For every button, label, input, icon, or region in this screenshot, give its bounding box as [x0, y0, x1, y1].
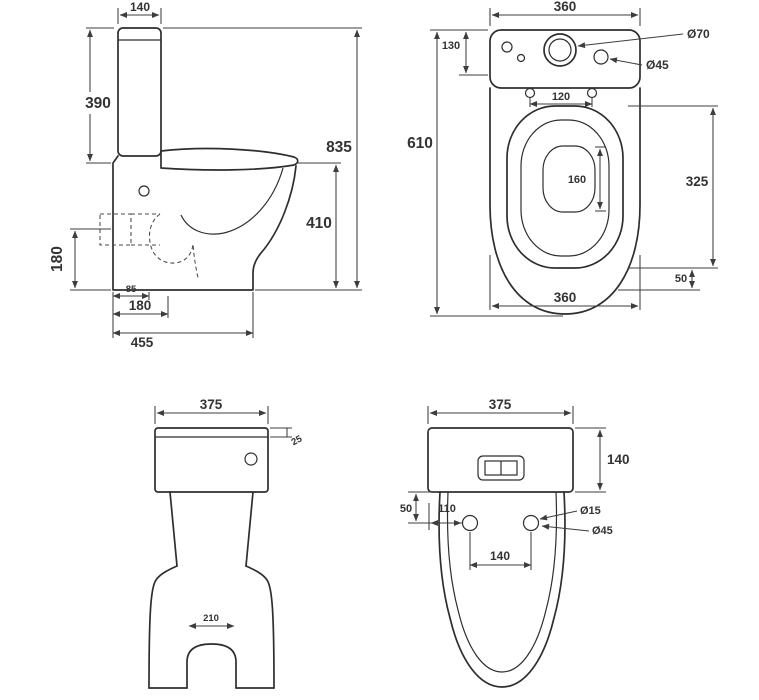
bowl-opening-outline [520, 119, 610, 257]
bowl-back-outline [438, 491, 566, 688]
pedestal-profile [112, 155, 297, 291]
dim-label-top-button-dia: Ø70 [687, 27, 710, 41]
bolt-hole-left [524, 87, 536, 99]
dim-side-overall-depth: 455 [112, 292, 254, 350]
dim-label-back-hole-offset: 110 [438, 503, 456, 515]
cistern-side-outline [117, 27, 162, 157]
dim-label-top-lid-depth: 130 [442, 40, 460, 52]
dim-top-lid-depth: 130 [442, 31, 488, 76]
dim-front-overall-width: 375 [154, 397, 269, 424]
front-view: 375 25 210 [148, 397, 305, 689]
dim-label-top-overall-width: 360 [554, 0, 577, 14]
dim-label-top-seat-length: 325 [686, 174, 709, 189]
dim-label-side-setout: 180 [129, 298, 152, 313]
dim-back-hole-spacing: 140 [469, 532, 532, 570]
dim-back-hole-dia: Ø45 [541, 523, 613, 537]
dim-side-outlet-height: 180 [49, 228, 111, 291]
dim-front-lid-height: 25 [270, 427, 305, 448]
water-surface-outline [542, 145, 596, 213]
dim-top-rear-offset: 50 [618, 269, 700, 291]
lid-hole-small-2 [516, 53, 526, 63]
dim-label-side-outlet-height: 180 [49, 246, 66, 272]
flush-button-inner [548, 38, 572, 62]
bowl-top-outline [489, 87, 641, 315]
dim-label-top-bowl-inner-length: 160 [568, 174, 586, 186]
dim-top-bolt-spacing: 120 [529, 91, 593, 107]
cistern-back-outline [427, 427, 574, 493]
front-base-right [245, 565, 275, 689]
dim-side-overall-height: 835 [163, 27, 362, 291]
seat-profile [160, 147, 299, 171]
dim-label-side-overall-height: 835 [326, 139, 352, 156]
back-view: 375 140 50 110 Ø15 Ø45 [400, 397, 630, 688]
supply-hole [138, 185, 150, 197]
dim-label-side-tank-width: 140 [130, 0, 150, 14]
dim-label-top-overall-length: 610 [407, 135, 433, 152]
dim-back-overall-width: 375 [427, 397, 574, 424]
dim-label-back-overall-width: 375 [489, 397, 512, 412]
cistern-top-outline [489, 29, 641, 89]
dim-label-top-hole-dia: Ø45 [646, 58, 669, 72]
dim-top-seat-length: 325 [628, 105, 718, 269]
dim-side-rim-height: 410 [298, 162, 341, 289]
front-foot-arch [186, 643, 237, 689]
dim-label-top-base-width: 360 [554, 290, 577, 305]
dim-top-base-width: 360 [489, 255, 641, 310]
dim-label-back-tank-height: 140 [607, 452, 630, 467]
trap-dashed-outline [149, 213, 199, 279]
dim-back-fixing-hole-dia: Ø15 [539, 505, 601, 521]
side-view: 140 390 835 410 180 [49, 0, 362, 350]
lid-hole-small-1 [501, 41, 513, 53]
dim-label-back-hole-drop: 50 [400, 503, 412, 515]
dim-front-foot-width: 210 [188, 613, 235, 629]
dim-top-overall-length: 610 [407, 29, 563, 317]
dim-label-back-fixing-hole-dia: Ø15 [580, 505, 601, 517]
flush-button-outer [543, 33, 577, 67]
seat-fixing-hole-right [522, 514, 540, 532]
dim-label-back-hole-dia: Ø45 [592, 525, 613, 537]
dim-top-bowl-inner-length: 160 [568, 146, 606, 212]
front-waist-left [169, 491, 178, 567]
cistern-front-outline [154, 427, 269, 493]
dim-label-side-rim-height: 410 [306, 215, 332, 232]
front-button-hole [244, 452, 258, 466]
dim-label-top-rear-offset: 50 [675, 273, 687, 285]
dim-back-tank-height: 140 [575, 427, 630, 493]
dim-top-overall-width: 360 [489, 0, 641, 26]
dim-label-front-foot-width: 210 [203, 613, 219, 624]
dim-label-top-bolt-spacing: 120 [552, 91, 570, 103]
dim-label-front-overall-width: 375 [200, 397, 223, 412]
top-view: 360 130 Ø70 Ø45 120 610 [407, 0, 718, 317]
dim-label-front-lid-height: 25 [290, 433, 305, 448]
bowl-back-inner [446, 491, 558, 673]
front-base-left [148, 565, 178, 689]
dim-side-setout: 180 [112, 296, 169, 318]
flush-button-plate [477, 455, 525, 481]
dim-top-button-dia: Ø70 [577, 27, 710, 49]
dim-back-hole-offset: 110 [428, 503, 462, 530]
dim-label-back-hole-spacing: 140 [490, 549, 510, 563]
seat-outline [506, 105, 624, 269]
dim-label-side-outlet-offset: 85 [126, 284, 137, 295]
dim-label-side-overall-depth: 455 [131, 335, 154, 350]
bowl-inner-curve [180, 167, 284, 235]
dim-top-hole-dia: Ø45 [609, 57, 669, 72]
seat-fixing-hole-left [461, 514, 479, 532]
dim-label-side-tank-height: 390 [85, 95, 111, 112]
dim-side-tank-height: 390 [85, 27, 114, 164]
dim-side-tank-width: 140 [117, 0, 162, 24]
fill-valve-hole [593, 49, 609, 65]
bolt-hole-right [586, 87, 598, 99]
front-waist-right [245, 491, 254, 567]
